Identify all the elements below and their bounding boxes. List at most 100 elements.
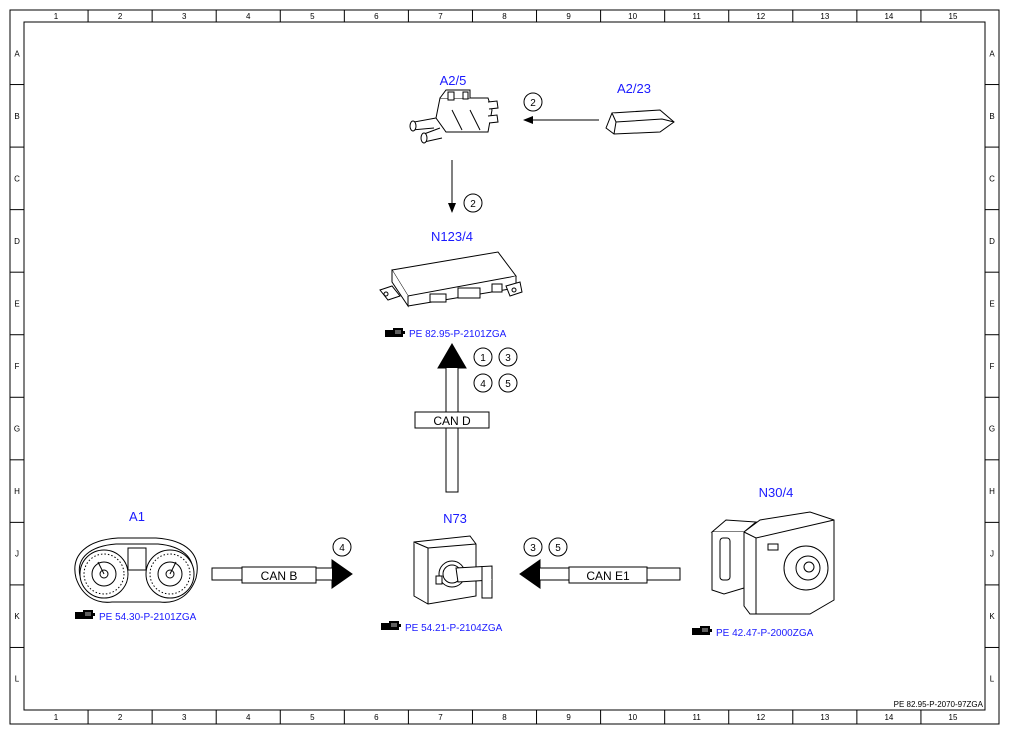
reference-text-n73: PE 54.21-P-2104ZGA	[405, 623, 503, 634]
bus-can-e1: CAN E1 3 5	[519, 537, 681, 589]
column-number-bottom: 1	[54, 713, 59, 722]
row-letter-left: A	[14, 49, 20, 58]
component-label-a2-5: A2/5	[440, 73, 467, 88]
a2-5-illustration	[409, 89, 499, 144]
column-ticks: 1122334455667788991010111112121313141415…	[54, 10, 958, 724]
svg-text:1: 1	[480, 353, 486, 364]
column-number-bottom: 10	[628, 713, 637, 722]
row-letter-right: L	[990, 675, 995, 684]
bus-can-b: CAN B 4	[211, 537, 353, 589]
row-letter-right: G	[989, 425, 995, 434]
marker-circle: 2	[523, 92, 543, 112]
component-n30-4[interactable]: N30/4	[710, 485, 835, 615]
row-letter-left: L	[15, 675, 20, 684]
column-number-bottom: 11	[693, 713, 702, 722]
column-number-top: 7	[438, 12, 443, 21]
component-label-a2-23: A2/23	[617, 81, 651, 96]
column-number-top: 14	[884, 12, 893, 21]
column-number-top: 6	[374, 12, 379, 21]
link-a2-5-to-n123-4: 2	[448, 160, 483, 213]
column-number-top: 11	[693, 12, 702, 21]
column-number-bottom: 6	[374, 713, 379, 722]
hand-pointer-icon	[381, 621, 401, 630]
column-number-top: 10	[628, 12, 637, 21]
column-number-top: 4	[246, 12, 251, 21]
svg-text:4: 4	[480, 379, 486, 390]
n30-4-illustration	[710, 511, 835, 615]
column-number-bottom: 13	[820, 713, 829, 722]
row-letter-right: K	[989, 612, 995, 621]
n123-4-illustration	[379, 251, 523, 308]
marker-circle: 2	[463, 193, 483, 213]
row-letter-left: G	[14, 425, 20, 434]
row-letter-left: K	[14, 612, 20, 621]
reference-text-n123-4: PE 82.95-P-2101ZGA	[409, 329, 507, 340]
row-letter-left: B	[14, 112, 19, 121]
column-number-bottom: 4	[246, 713, 251, 722]
svg-text:3: 3	[505, 353, 511, 364]
column-number-top: 12	[756, 12, 765, 21]
reference-n30-4[interactable]: PE 42.47-P-2000ZGA	[692, 626, 814, 639]
column-number-top: 2	[118, 12, 123, 21]
column-number-bottom: 7	[438, 713, 443, 722]
column-number-top: 3	[182, 12, 187, 21]
column-number-bottom: 8	[502, 713, 507, 722]
marker-circle: 3	[523, 537, 543, 557]
marker-circle: 4	[332, 537, 352, 557]
hand-pointer-icon	[385, 328, 405, 337]
component-n123-4[interactable]: N123/4	[379, 229, 523, 308]
component-label-n30-4: N30/4	[759, 485, 794, 500]
svg-text:2: 2	[470, 199, 476, 210]
component-n73[interactable]: N73	[413, 511, 493, 605]
row-letter-left: F	[15, 362, 20, 371]
column-number-top: 8	[502, 12, 507, 21]
marker-circle: 3	[498, 347, 518, 367]
column-number-top: 15	[949, 12, 958, 21]
component-a2-23[interactable]: A2/23	[605, 81, 675, 135]
row-letter-left: H	[14, 487, 20, 496]
bus-label-can-b: CAN B	[261, 569, 298, 583]
marker-circle: 4	[473, 373, 493, 393]
a1-illustration	[74, 537, 198, 603]
row-letter-right: D	[989, 237, 995, 246]
row-letter-right: H	[989, 487, 995, 496]
row-letter-left: E	[14, 299, 19, 308]
bus-label-can-d: CAN D	[433, 414, 471, 428]
row-letter-left: J	[15, 550, 19, 559]
component-a2-5[interactable]: A2/5	[409, 73, 499, 144]
reference-text-a1: PE 54.30-P-2101ZGA	[99, 612, 197, 623]
row-letter-right: F	[990, 362, 995, 371]
row-letter-right: B	[989, 112, 994, 121]
reference-n123-4[interactable]: PE 82.95-P-2101ZGA	[385, 328, 507, 340]
column-number-top: 13	[820, 12, 829, 21]
svg-text:5: 5	[555, 543, 561, 554]
n73-illustration	[413, 535, 493, 605]
link-a2-23-to-a2-5: 2	[523, 92, 599, 124]
reference-text-n30-4: PE 42.47-P-2000ZGA	[716, 628, 814, 639]
a2-23-illustration	[605, 109, 675, 135]
component-label-n123-4: N123/4	[431, 229, 473, 244]
component-label-a1: A1	[129, 509, 145, 524]
svg-text:4: 4	[339, 543, 345, 554]
hand-pointer-icon	[692, 626, 712, 635]
column-number-bottom: 9	[566, 713, 571, 722]
row-letter-right: J	[990, 550, 994, 559]
reference-n73[interactable]: PE 54.21-P-2104ZGA	[381, 621, 503, 634]
bus-label-can-e1: CAN E1	[586, 569, 630, 583]
row-letter-right: C	[989, 174, 995, 183]
marker-circle: 1	[473, 347, 493, 367]
component-a1[interactable]: A1	[74, 509, 198, 603]
row-letter-left: D	[14, 237, 20, 246]
reference-a1[interactable]: PE 54.30-P-2101ZGA	[75, 610, 197, 623]
column-number-top: 5	[310, 12, 315, 21]
svg-text:2: 2	[530, 98, 536, 109]
svg-text:3: 3	[530, 543, 536, 554]
drawing-frame: 1122334455667788991010111112121313141415…	[9, 9, 1000, 725]
column-number-top: 9	[566, 12, 571, 21]
component-label-n73: N73	[443, 511, 467, 526]
row-letter-right: A	[989, 49, 995, 58]
column-number-bottom: 5	[310, 713, 315, 722]
marker-circle: 5	[498, 373, 518, 393]
